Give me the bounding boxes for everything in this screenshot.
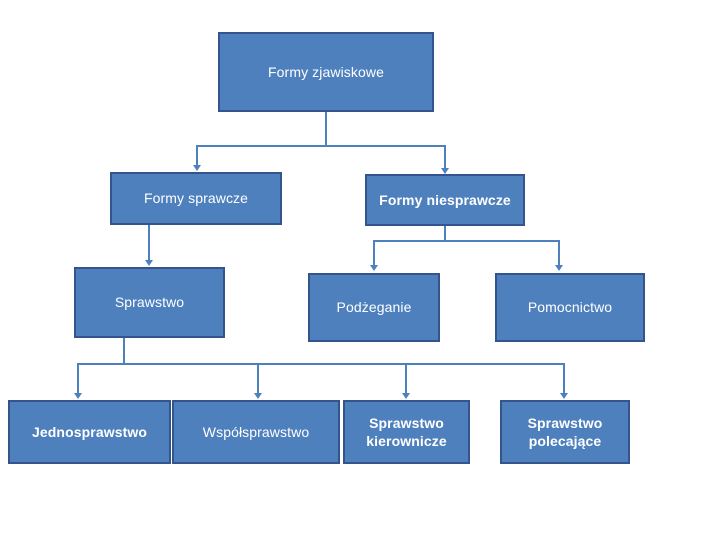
node-label: Jednosprawstwo: [32, 423, 147, 440]
node-label: Współsprawstwo: [202, 423, 310, 440]
connector-sprawstwo-stem: [123, 337, 125, 365]
node-formy-niesprawcze[interactable]: Formy niesprawcze: [365, 174, 525, 226]
arrow-to-wspolsprawstwo: [254, 393, 262, 399]
arrow-to-sprawstwo: [145, 260, 153, 266]
connector-level2-bar: [373, 240, 560, 242]
connector-to-pomocnictwo: [558, 240, 560, 268]
connector-formy-sprawcze-stem: [148, 224, 150, 262]
node-pomocnictwo[interactable]: Pomocnictwo: [495, 273, 645, 342]
connector-to-wspolsprawstwo: [257, 363, 259, 396]
arrow-to-sprawstwo-polecajace: [560, 393, 568, 399]
arrow-to-podzeganie: [370, 265, 378, 271]
node-label: Formy sprawcze: [143, 190, 249, 207]
connector-level3-bar: [77, 363, 565, 365]
arrow-to-pomocnictwo: [555, 265, 563, 271]
node-label: Pomocnictwo: [527, 299, 613, 316]
arrow-to-sprawstwo-kierownicze: [402, 393, 410, 399]
arrow-to-jednosprawstwo: [74, 393, 82, 399]
node-label: Formy zjawiskowe: [268, 63, 384, 80]
node-label: Formy niesprawcze: [379, 191, 511, 208]
node-jednosprawstwo[interactable]: Jednosprawstwo: [8, 400, 171, 464]
connector-formy-niesprawcze-stem: [444, 225, 446, 241]
connector-to-jednosprawstwo: [77, 363, 79, 396]
connector-to-podzeganie: [373, 240, 375, 268]
node-label: Podżeganie: [336, 299, 412, 316]
node-label: Sprawstwo: [114, 294, 185, 311]
arrow-to-formy-sprawcze: [193, 165, 201, 171]
node-formy-sprawcze[interactable]: Formy sprawcze: [110, 172, 282, 225]
arrow-to-formy-niesprawcze: [441, 168, 449, 174]
node-wspolsprawstwo[interactable]: Współsprawstwo: [172, 400, 340, 464]
connector-to-formy-sprawcze: [196, 145, 198, 166]
node-podzeganie[interactable]: Podżeganie: [308, 273, 440, 342]
connector-to-sprawstwo-polecajace: [563, 363, 565, 396]
connector-to-sprawstwo-kierownicze: [405, 363, 407, 396]
connector-level1-bar: [196, 145, 446, 147]
node-sprawstwo[interactable]: Sprawstwo: [74, 267, 225, 338]
node-formy-zjawiskowe[interactable]: Formy zjawiskowe: [218, 32, 434, 112]
connector-root-stem: [325, 111, 327, 147]
connector-to-formy-niesprawcze: [444, 145, 446, 173]
